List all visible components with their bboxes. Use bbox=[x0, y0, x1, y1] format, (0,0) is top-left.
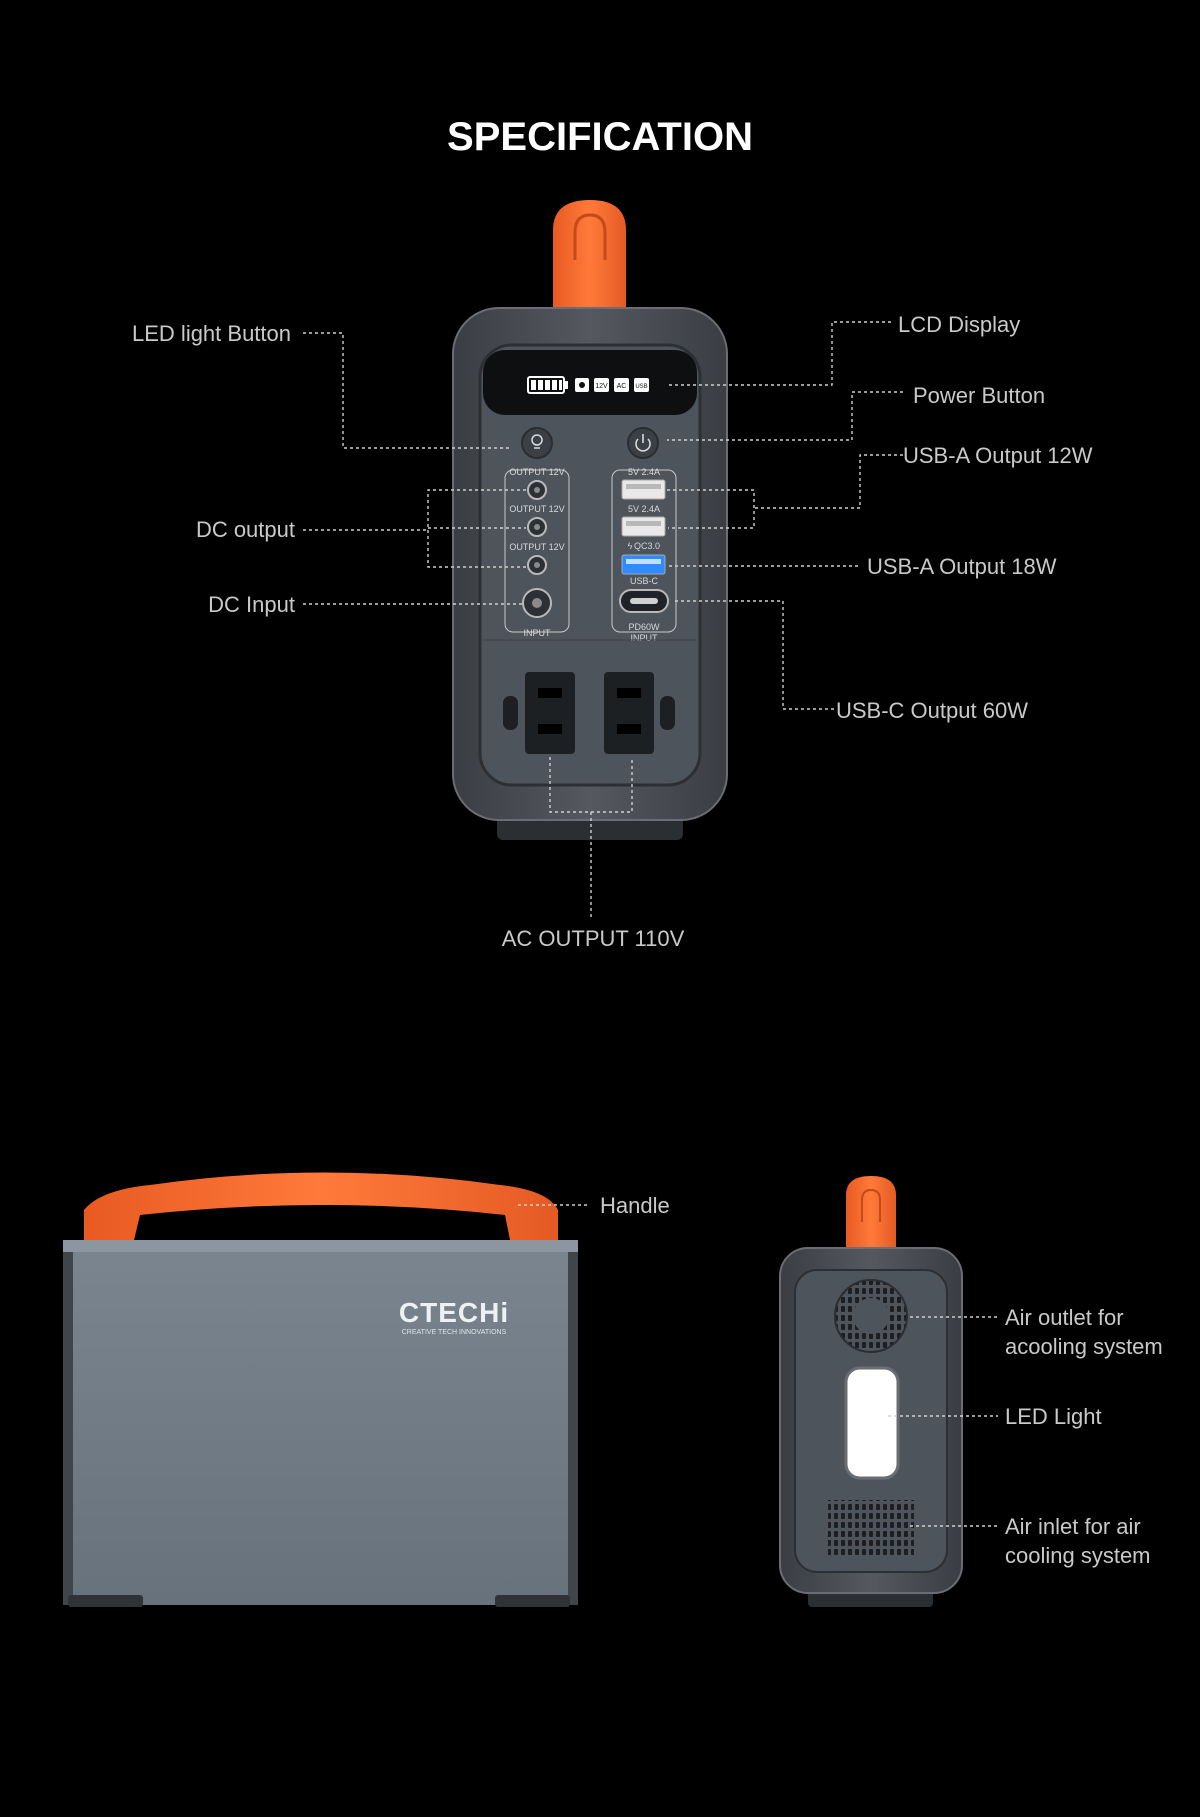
label-usb-a-18w: USB-A Output 18W bbox=[867, 554, 1057, 579]
label-power-button: Power Button bbox=[913, 383, 1045, 408]
front-view-device: 12V AC USB OUTPUT 12V OUTPUT 12V bbox=[452, 200, 728, 840]
lightning-icon: ϟ bbox=[628, 541, 633, 551]
label-dc-output: DC output bbox=[196, 517, 295, 542]
label-usb-a-12w: USB-A Output 12W bbox=[903, 443, 1093, 468]
ac-outlet-2[interactable] bbox=[604, 672, 654, 754]
power-icon bbox=[635, 434, 651, 452]
front-leader-lines bbox=[303, 321, 903, 918]
outlet-clip-right bbox=[660, 696, 675, 730]
label-handle: Handle bbox=[600, 1193, 670, 1218]
label-lcd-display: LCD Display bbox=[898, 312, 1020, 337]
usb-a-port-1[interactable] bbox=[621, 479, 666, 500]
brand-logo: CTECHi bbox=[399, 1297, 509, 1328]
power-button[interactable] bbox=[627, 427, 659, 459]
air-inlet-grille bbox=[828, 1500, 914, 1556]
dc-input-label: INPUT bbox=[524, 628, 552, 638]
front-handle-grip bbox=[573, 213, 607, 260]
ac-outlet-1[interactable] bbox=[525, 672, 575, 754]
lcd-ac-indicator: AC bbox=[617, 383, 627, 390]
side-view-device: CTECHi CREATIVE TECH INNOVATIONS bbox=[63, 1172, 578, 1607]
back-view-device bbox=[779, 1176, 963, 1607]
led-light-panel bbox=[844, 1366, 900, 1480]
usb-c-label: USB-C bbox=[630, 576, 659, 586]
lcd-display bbox=[483, 350, 697, 415]
label-led-light-button: LED light Button bbox=[132, 321, 291, 346]
side-body bbox=[63, 1240, 578, 1605]
lcd-12v-indicator: 12V bbox=[595, 383, 608, 390]
lcd-battery-icon bbox=[527, 376, 568, 394]
bulb-icon bbox=[531, 434, 543, 449]
usb-a-2-label: 5V 2.4A bbox=[628, 504, 660, 514]
outlet-clip-left bbox=[503, 696, 518, 730]
qc-label: QC3.0 bbox=[634, 541, 660, 551]
label-led-light: LED Light bbox=[1005, 1404, 1102, 1429]
brand-tagline: CREATIVE TECH INNOVATIONS bbox=[402, 1329, 507, 1336]
back-handle bbox=[846, 1176, 896, 1250]
dc-output-2-label: OUTPUT 12V bbox=[509, 504, 564, 514]
dc-output-1-label: OUTPUT 12V bbox=[509, 467, 564, 477]
usb-a-port-2[interactable] bbox=[621, 516, 666, 537]
label-air-outlet-1: Air outlet for bbox=[1005, 1305, 1124, 1330]
side-handle[interactable] bbox=[84, 1172, 558, 1241]
lcd-usb-indicator: USB bbox=[635, 384, 647, 390]
pd-label-line1: PD60W bbox=[628, 622, 660, 632]
usb-a-1-label: 5V 2.4A bbox=[628, 467, 660, 477]
label-dc-input: DC Input bbox=[208, 592, 295, 617]
pd-label-line2: INPUT bbox=[631, 633, 659, 643]
label-air-inlet-1: Air inlet for air bbox=[1005, 1514, 1141, 1539]
usb-a-qc-port[interactable] bbox=[621, 554, 666, 575]
label-usb-c-60w: USB-C Output 60W bbox=[836, 698, 1028, 723]
air-outlet-fan bbox=[834, 1279, 908, 1353]
led-light-button[interactable] bbox=[521, 427, 553, 459]
side-foot-left bbox=[68, 1595, 143, 1607]
front-handle bbox=[553, 200, 626, 307]
dc-output-3-label: OUTPUT 12V bbox=[509, 542, 564, 552]
side-foot-right bbox=[495, 1595, 570, 1607]
dc-port-group bbox=[504, 469, 570, 633]
label-air-inlet-2: cooling system bbox=[1005, 1543, 1151, 1568]
lcd-light-icon bbox=[575, 378, 589, 392]
usb-port-group bbox=[611, 469, 677, 633]
label-air-outlet-2: acooling system bbox=[1005, 1334, 1163, 1359]
label-ac-output: AC OUTPUT 110V bbox=[502, 926, 685, 951]
page-title: SPECIFICATION bbox=[447, 115, 753, 159]
